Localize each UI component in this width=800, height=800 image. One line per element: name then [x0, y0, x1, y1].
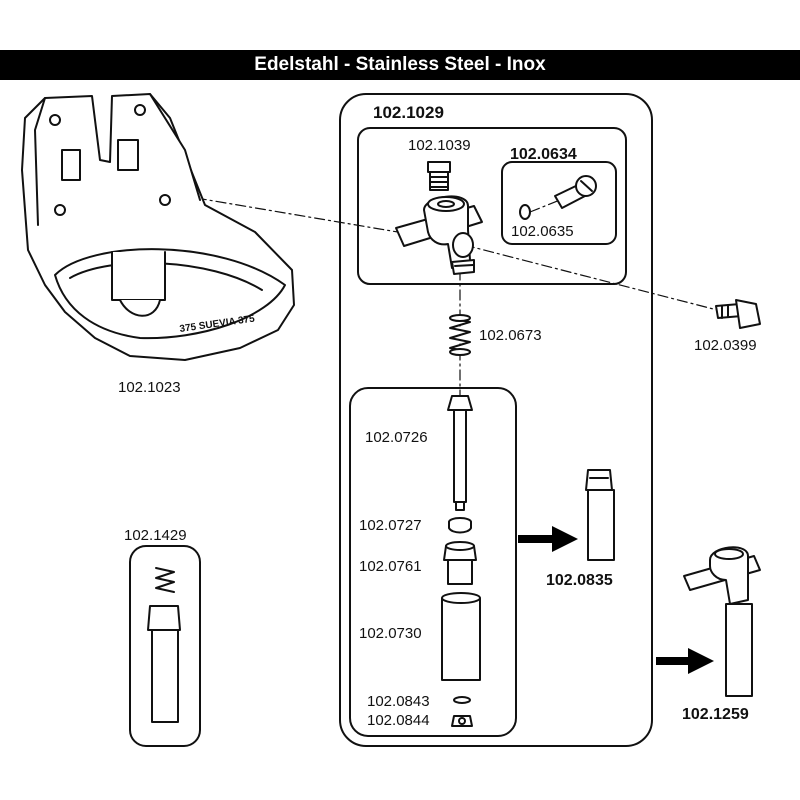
- label-valve-assembly: 102.1029: [373, 103, 444, 122]
- valve-assembly-frame: [357, 127, 627, 285]
- sleeve-assembly-drawing: [585, 469, 615, 561]
- label-small-washer: 102.0843: [367, 693, 430, 710]
- title-bar: Edelstahl - Stainless Steel - Inox: [0, 50, 800, 80]
- plug-drawing: [427, 161, 451, 191]
- cartridge-frame: [349, 387, 517, 737]
- label-nut: 102.0761: [359, 558, 422, 575]
- valve-pin-drawing: [447, 395, 473, 511]
- label-spring: 102.0673: [479, 327, 542, 344]
- arrow-right-icon: [656, 648, 714, 674]
- small-parts-drawing: [451, 696, 473, 727]
- bowl-drawing: [21, 93, 295, 361]
- label-small-nut: 102.0844: [367, 712, 430, 729]
- washer-drawing: [448, 517, 472, 534]
- valve-kit-frame: [339, 93, 653, 747]
- spring-kit-drawing: [147, 567, 181, 723]
- label-washer: 102.0727: [359, 517, 422, 534]
- label-spring-sleeve-kit: 102.1429: [124, 527, 187, 544]
- label-plug: 102.1039: [408, 137, 471, 154]
- arrow-right-icon: [518, 526, 578, 552]
- label-complete-valve: 102.1259: [682, 706, 749, 723]
- spring-drawing: [449, 314, 471, 356]
- label-bowl: 102.1023: [118, 379, 181, 396]
- spring-kit-frame: [129, 545, 201, 747]
- label-sleeve: 102.0730: [359, 625, 422, 642]
- label-sleeve-assembly: 102.0835: [546, 572, 613, 589]
- label-side-screw: 102.0399: [694, 337, 757, 354]
- complete-valve-drawing: [683, 546, 761, 697]
- sleeve-drawing: [441, 592, 481, 681]
- label-valve-pin: 102.0726: [365, 429, 428, 446]
- screw-set-drawing: [519, 175, 597, 220]
- page-title: Edelstahl - Stainless Steel - Inox: [254, 54, 546, 75]
- label-o-ring: 102.0635: [511, 223, 574, 240]
- nut-drawing: [443, 541, 477, 585]
- screw-set-frame: [501, 161, 617, 245]
- label-screw-set: 102.0634: [510, 146, 577, 163]
- side-screw-drawing: [715, 299, 761, 329]
- valve-body-drawing: [395, 195, 483, 275]
